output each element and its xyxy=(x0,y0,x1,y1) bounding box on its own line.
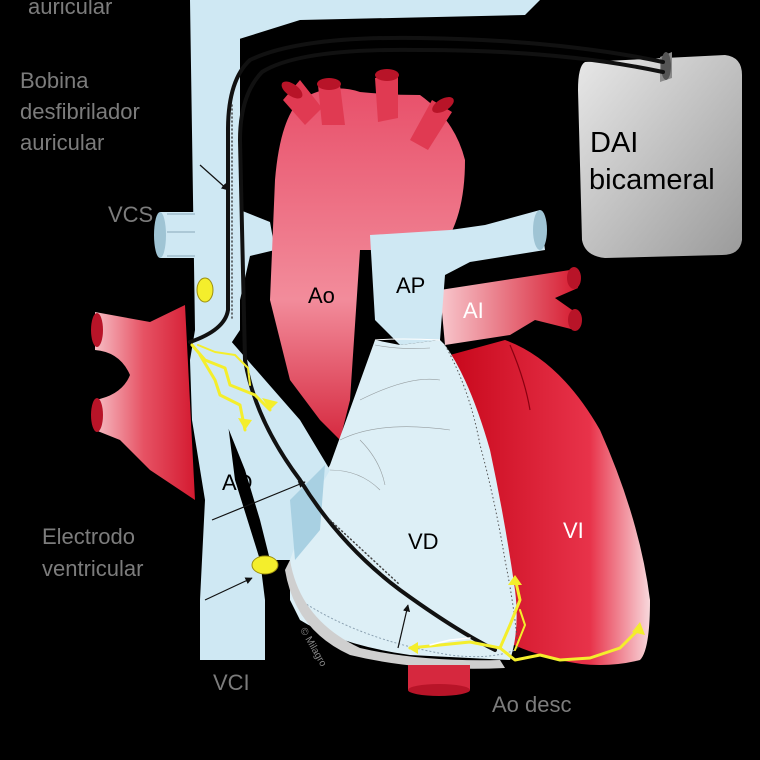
pulmonary-artery xyxy=(370,210,547,345)
right-ventricle xyxy=(285,338,519,669)
label-vd: VD xyxy=(408,529,439,554)
label-electrodo-2: ventricular xyxy=(42,556,143,581)
left-atrium xyxy=(440,267,582,345)
left-ventricle xyxy=(450,340,650,665)
label-ao: Ao xyxy=(308,283,335,308)
icd-leads xyxy=(188,35,665,652)
label-bobina-3: auricular xyxy=(20,130,104,155)
descending-aorta xyxy=(408,665,470,696)
label-dai-1: DAI xyxy=(590,127,638,159)
conduction-pathways xyxy=(190,343,645,662)
label-vci: VCI xyxy=(213,670,250,695)
label-vi: VI xyxy=(563,518,584,543)
label-dai-2: bicameral xyxy=(589,164,715,196)
label-electrodo-1: Electrodo xyxy=(42,524,135,549)
label-bobina-2: desfibrilador xyxy=(20,99,140,124)
label-bobina-1: Bobina xyxy=(20,68,89,93)
vena-cava xyxy=(154,0,540,660)
right-atrium xyxy=(192,340,330,560)
label-ad: AD xyxy=(222,470,253,495)
sinus-node-icon xyxy=(196,277,214,303)
label-ao-desc: Ao desc xyxy=(492,692,572,717)
pointer-lines xyxy=(199,164,411,649)
label-vcs: VCS xyxy=(108,202,153,227)
label-auricular-top: auricular xyxy=(28,0,112,19)
dai-device-icon xyxy=(578,52,742,258)
label-ai: AI xyxy=(463,298,484,323)
label-ap: AP xyxy=(396,273,425,298)
right-pulmonary-veins xyxy=(91,305,195,500)
aorta xyxy=(270,69,465,440)
av-node-icon xyxy=(251,555,279,575)
